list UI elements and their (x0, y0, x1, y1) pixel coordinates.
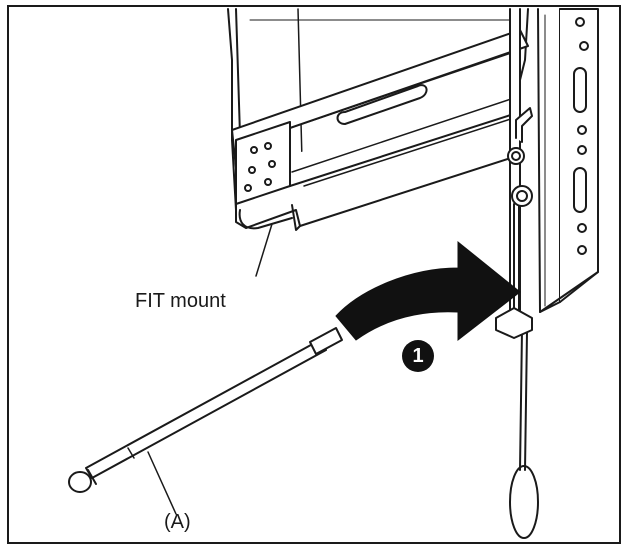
pin-tab (495, 307, 533, 339)
fit-mount-label: FIT mount (135, 290, 226, 312)
fit-mount-rail (231, 29, 529, 231)
part-a-pin (68, 327, 343, 493)
fit-mount-leader (255, 223, 273, 277)
part-a-leader (147, 451, 177, 515)
lanyard-cord (509, 203, 539, 539)
screw-upper (507, 147, 525, 165)
curved-arrow-right-icon (335, 240, 521, 342)
step-number-badge: 1 (402, 340, 434, 372)
hook-bracket (515, 107, 533, 143)
vertical-column (509, 8, 599, 325)
screw-lower (511, 185, 533, 207)
part-a-label: (A) (164, 511, 191, 533)
